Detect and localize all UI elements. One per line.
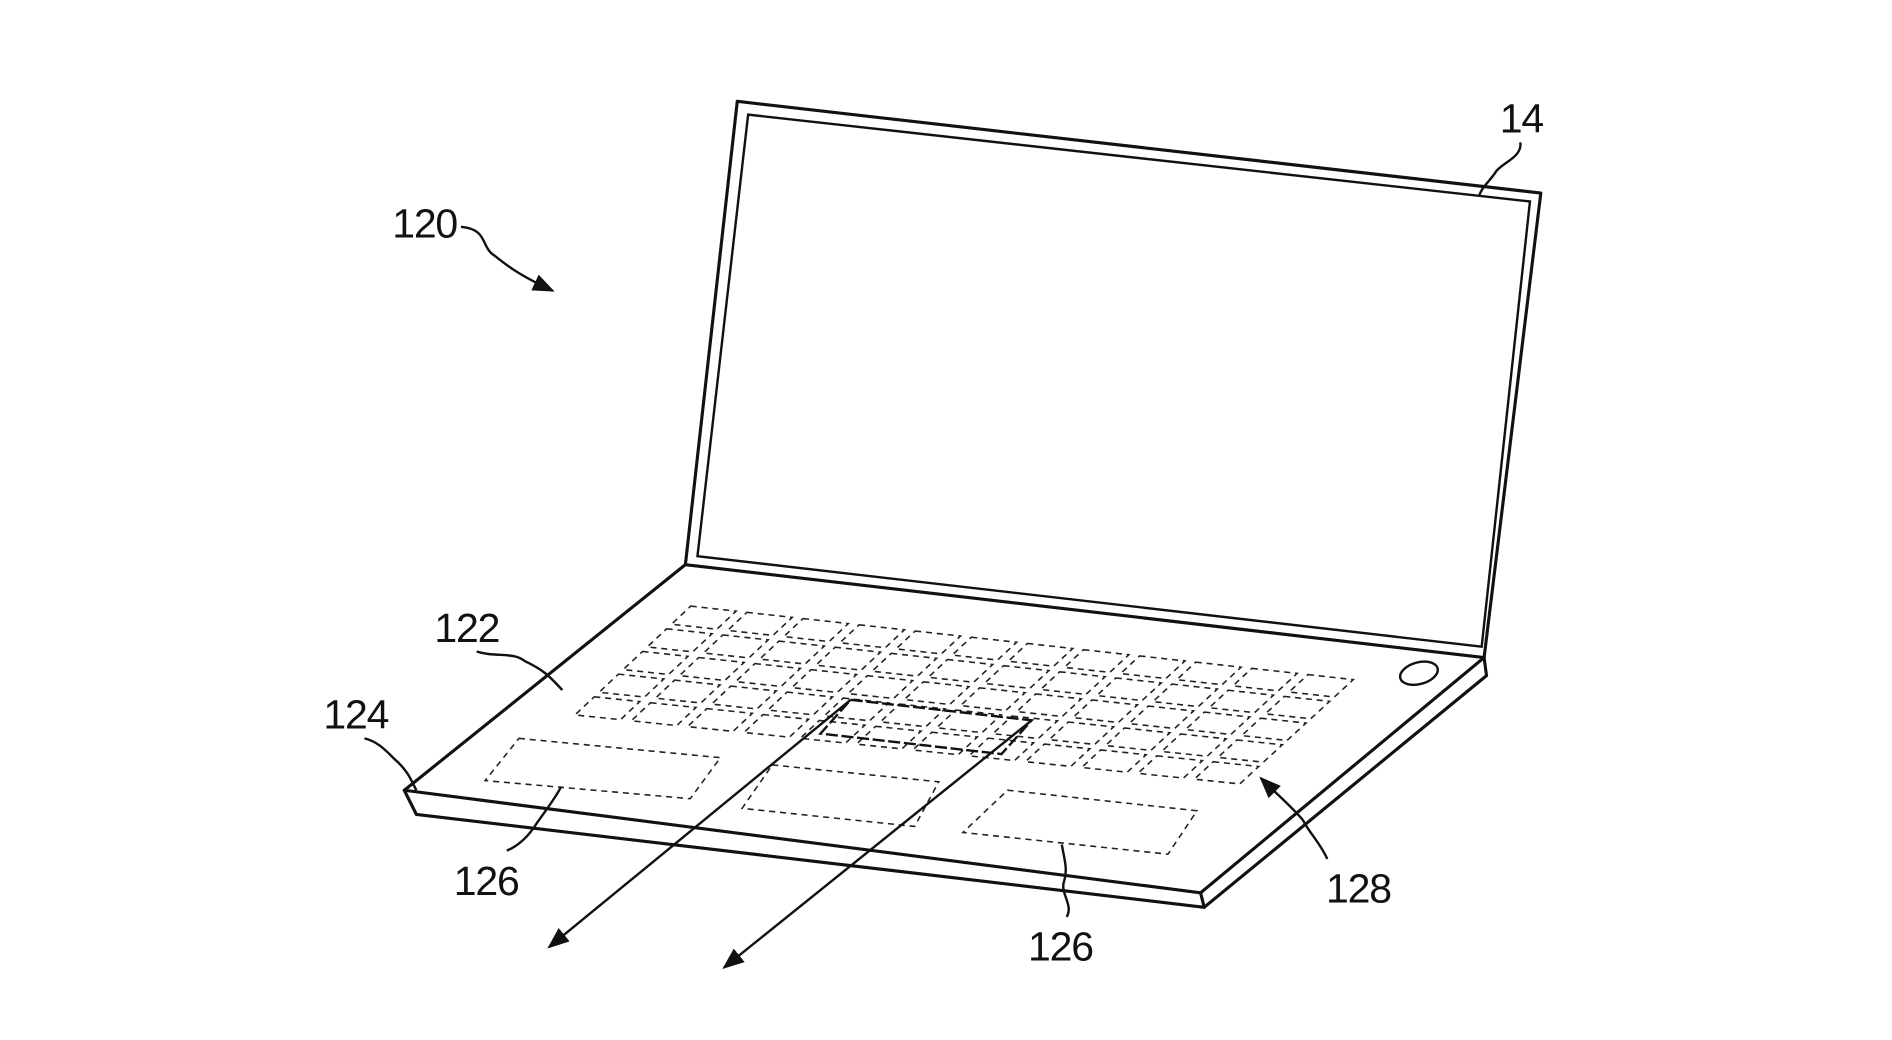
key-outline bbox=[1192, 760, 1261, 785]
key-outline bbox=[1094, 677, 1163, 702]
key-outline bbox=[870, 652, 939, 677]
key-outline bbox=[1103, 727, 1172, 752]
label-120: 120 bbox=[392, 201, 457, 247]
leader-lines bbox=[364, 142, 1522, 918]
label-126-left: 126 bbox=[454, 858, 519, 904]
key-outline bbox=[725, 611, 795, 637]
key-outline bbox=[926, 658, 995, 684]
key-outline bbox=[1183, 711, 1252, 736]
label-128: 128 bbox=[1326, 865, 1391, 911]
key-outline bbox=[709, 685, 779, 710]
label-126-right: 126 bbox=[1028, 923, 1093, 969]
key-outline bbox=[1159, 733, 1228, 758]
key-outline bbox=[621, 650, 690, 676]
key-outline bbox=[982, 664, 1051, 690]
key-outline bbox=[1216, 739, 1285, 763]
label-124: 124 bbox=[323, 692, 388, 738]
key-outline bbox=[950, 636, 1019, 661]
key-outline bbox=[1014, 693, 1084, 718]
dashed-regions bbox=[483, 737, 1199, 856]
key-outline bbox=[1239, 717, 1308, 742]
key-outline bbox=[685, 707, 755, 733]
key-outline bbox=[1287, 673, 1356, 698]
key-outline bbox=[1118, 655, 1187, 680]
key-outline bbox=[597, 673, 666, 698]
power-button bbox=[1398, 660, 1440, 687]
key-outline bbox=[1062, 648, 1131, 674]
key-outline bbox=[573, 695, 642, 721]
key-outline bbox=[766, 691, 835, 716]
key-outline bbox=[1071, 699, 1140, 724]
key-outline bbox=[733, 662, 803, 688]
key-outline bbox=[1127, 705, 1196, 730]
key-outline bbox=[742, 713, 811, 739]
display-lid bbox=[683, 99, 1543, 660]
key-outline bbox=[846, 674, 915, 700]
key-outline bbox=[757, 640, 827, 665]
key-outline bbox=[814, 646, 883, 671]
reference-labels: 120 14 122 124 126 126 128 bbox=[323, 96, 1544, 970]
base-housing bbox=[402, 563, 1489, 909]
key-outline bbox=[1047, 721, 1116, 746]
key-outline bbox=[958, 687, 1027, 712]
key-outline bbox=[1038, 670, 1107, 696]
key-outline bbox=[645, 627, 714, 653]
key-outline bbox=[967, 737, 1036, 762]
key-outline bbox=[1151, 683, 1220, 708]
key-outline bbox=[838, 623, 907, 649]
label-122: 122 bbox=[434, 605, 499, 651]
key-outline bbox=[1231, 667, 1299, 692]
key-outline bbox=[878, 703, 947, 728]
key-outline bbox=[669, 605, 738, 631]
key-outline bbox=[1263, 695, 1332, 720]
key-outline bbox=[1207, 689, 1276, 714]
key-outline bbox=[629, 701, 698, 727]
key-outline bbox=[790, 668, 859, 694]
key-outline bbox=[1006, 642, 1075, 668]
key-outline bbox=[677, 656, 746, 682]
key-outline bbox=[1023, 743, 1092, 768]
key-outline bbox=[701, 634, 770, 659]
key-outline bbox=[1136, 755, 1205, 779]
key-outline bbox=[1079, 749, 1148, 774]
key-outline bbox=[902, 680, 971, 706]
key-outline bbox=[653, 679, 722, 704]
keyboard-key-grid bbox=[573, 605, 1356, 785]
key-outline bbox=[781, 617, 851, 643]
key-outline bbox=[1174, 661, 1243, 686]
key-outline bbox=[894, 630, 963, 655]
direction-arrows bbox=[547, 698, 1035, 969]
label-14: 14 bbox=[1500, 96, 1544, 142]
